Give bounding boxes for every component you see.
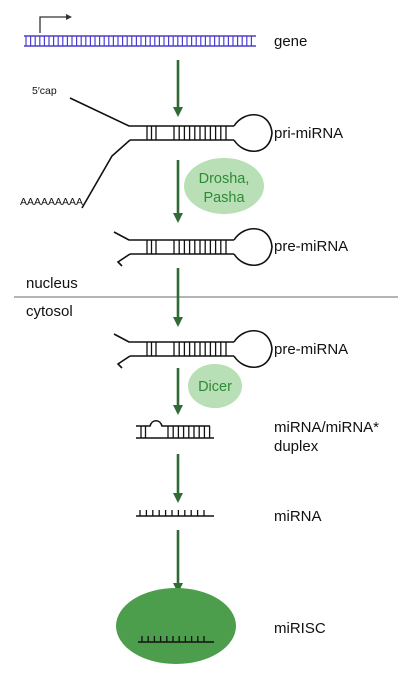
duplex-label-line1: miRNA/miRNA* [274, 419, 379, 436]
dicer-label: Dicer [198, 379, 232, 395]
five-cap-label: 5′cap [32, 85, 57, 97]
nucleus-label: nucleus [26, 275, 78, 292]
mirisc-complex [116, 588, 236, 664]
mirna-duplex-icon [136, 419, 214, 439]
mirna-label: miRNA [274, 508, 322, 525]
gene-label: gene [274, 33, 307, 50]
pri-mirna-label: pri-miRNA [274, 125, 343, 142]
dicer-enzyme [188, 364, 242, 408]
drosha-label: Drosha, [199, 171, 250, 187]
poly-a-tail-label: AAAAAAAAA [20, 196, 83, 208]
cytosol-label: cytosol [26, 303, 73, 320]
pre-mirna-cytosol-label: pre-miRNA [274, 341, 348, 358]
pre-mirna-nucleus-label: pre-miRNA [274, 238, 348, 255]
mirisc-label: miRISC [274, 620, 326, 637]
gene-icon [24, 14, 256, 47]
mature-mirna-icon [136, 510, 214, 517]
duplex-label-line2: duplex [274, 438, 319, 455]
pre-mirna-nucleus-hairpin-icon [113, 227, 273, 267]
pre-mirna-cytosol-hairpin-icon [113, 329, 273, 369]
pri-mirna-hairpin-icon [69, 97, 273, 209]
pasha-label: Pasha [203, 190, 245, 206]
drosha-pasha-enzyme [184, 158, 264, 214]
mirisc-bound-mirna-icon [138, 636, 214, 643]
